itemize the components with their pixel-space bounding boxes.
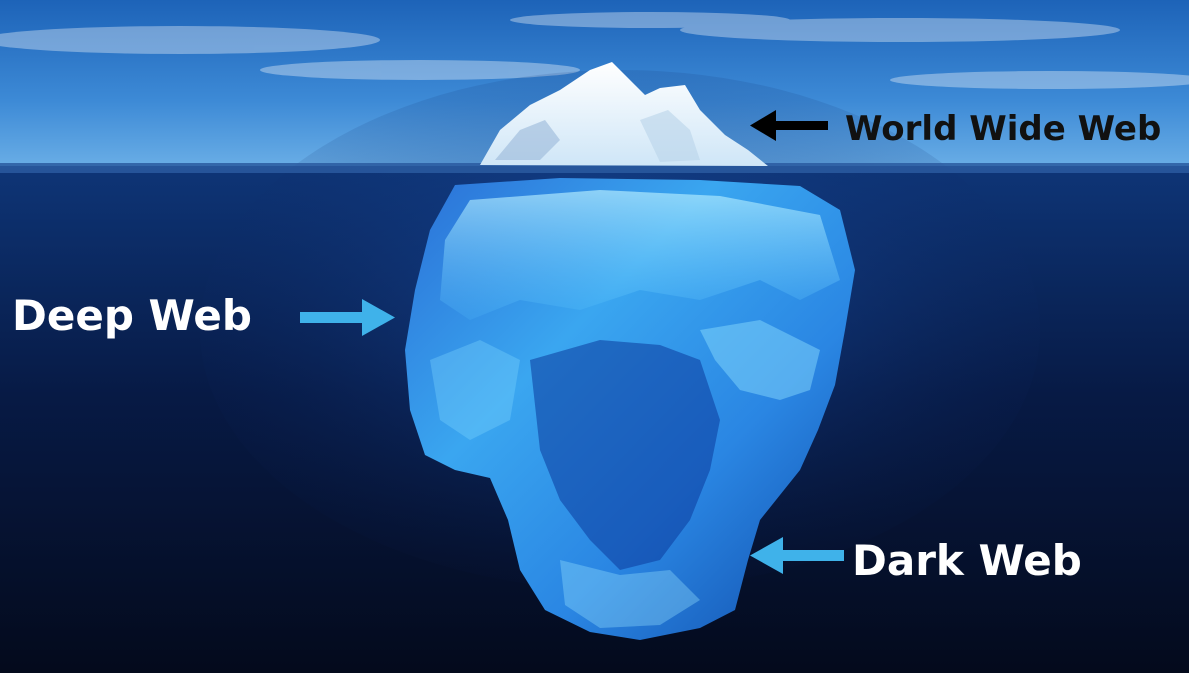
left-arrow-icon	[750, 537, 844, 574]
label-world-wide-web: World Wide Web	[845, 109, 1161, 149]
waterline	[0, 163, 1189, 173]
iceberg-tip	[480, 62, 768, 166]
left-arrow-icon	[750, 110, 828, 141]
iceberg-underwater	[405, 178, 855, 640]
label-dark-web: Dark Web	[852, 536, 1082, 585]
clouds	[0, 12, 1189, 89]
right-arrow-icon	[300, 299, 395, 336]
label-deep-web: Deep Web	[12, 291, 252, 340]
